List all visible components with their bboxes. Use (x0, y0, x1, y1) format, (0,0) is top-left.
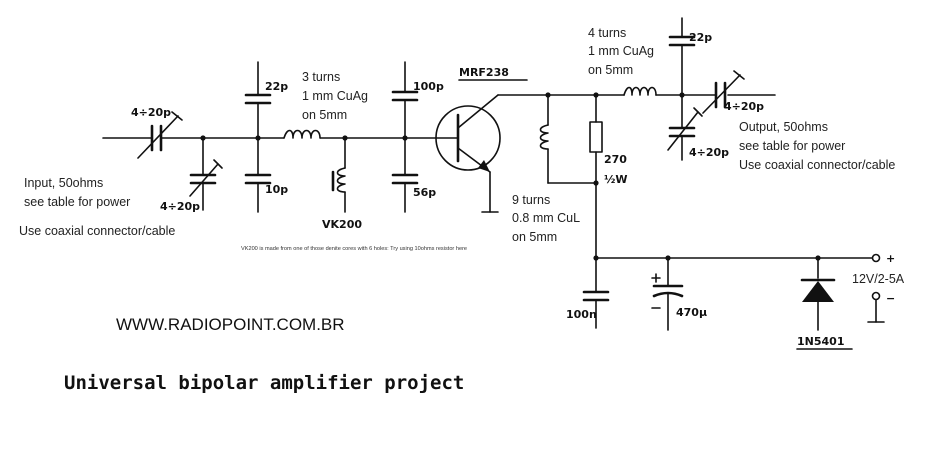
coil1-line1: 3 turns (302, 70, 340, 84)
c22-c10-column (244, 61, 272, 213)
coil2-line3: on 5mm (588, 63, 633, 77)
input-trim-label: 4÷20p (160, 200, 200, 213)
input-note-line3: Use coaxial connector/cable (19, 224, 175, 238)
vk200-note: VK200 is made from one of those denite c… (241, 246, 467, 252)
input-shunt-trimmer (189, 135, 223, 211)
c100n-capacitor (582, 257, 610, 329)
coil3-line3: on 5mm (512, 230, 557, 244)
diode-label: 1N5401 (797, 335, 844, 348)
transistor-label: MRF238 (459, 66, 509, 79)
collector-choke (539, 92, 597, 184)
input-trimmer-capacitor (137, 111, 183, 159)
output-coil (623, 86, 657, 96)
protection-diode (800, 257, 836, 331)
resistor-value-label: 270 (604, 153, 627, 166)
output-shunt-caps (667, 17, 703, 161)
resistor-power-label: ½W (604, 173, 628, 186)
input-coil (283, 129, 321, 141)
c100n-label: 100n (566, 308, 597, 321)
coil2-line1: 4 turns (588, 26, 626, 40)
output-note-line1: Output, 50ohms (739, 120, 828, 134)
coil1-line3: on 5mm (302, 108, 347, 122)
output-note-line2: see table for power (739, 139, 845, 153)
vk200-choke (331, 135, 348, 213)
output-note-line3: Use coaxial connector/cable (739, 158, 895, 172)
input-cap-label: 4÷20p (131, 106, 171, 119)
project-title: Universal bipolar amplifier project (64, 372, 464, 394)
out-trim-label: 4÷20p (689, 146, 729, 159)
c22-label: 22p (265, 80, 288, 93)
c470-label: 470µ (676, 306, 707, 319)
mrf238-transistor (435, 94, 549, 213)
minus-label: − (886, 292, 895, 305)
c100-label: 100p (413, 80, 444, 93)
output-trimmer-capacitor (702, 70, 745, 114)
website-label: WWW.RADIOPOINT.COM.BR (116, 315, 345, 334)
c10-label: 10p (265, 183, 288, 196)
vk200-label: VK200 (322, 218, 362, 231)
resistor-270 (589, 92, 603, 259)
input-note-line1: Input, 50ohms (24, 176, 103, 190)
supply-rail (593, 253, 885, 323)
coil3-line2: 0.8 mm CuL (512, 211, 580, 225)
out-cap-label: 4÷20p (724, 100, 764, 113)
c100-c56-column (391, 61, 419, 213)
coil1-line2: 1 mm CuAg (302, 89, 368, 103)
input-note-line2: see table for power (24, 195, 130, 209)
supply-label: 12V/2-5A (852, 272, 905, 286)
coil3-line1: 9 turns (512, 193, 550, 207)
c56-label: 56p (413, 186, 436, 199)
plus-label: + (886, 252, 895, 265)
coil2-line2: 1 mm CuAg (588, 44, 654, 58)
c22b-label: 22p (689, 31, 712, 44)
c470-electrolytic (651, 257, 684, 331)
